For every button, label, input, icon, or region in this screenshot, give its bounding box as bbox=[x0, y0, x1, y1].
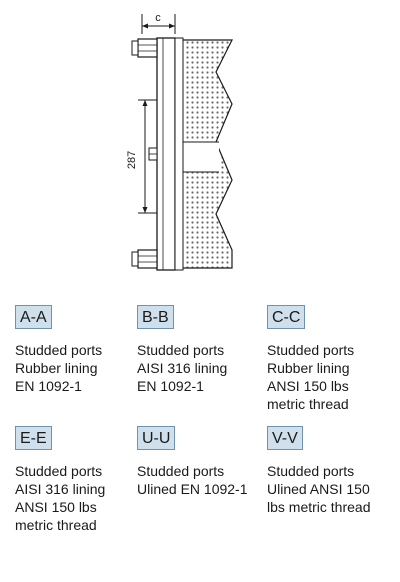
desc-b-b-line-3: EN 1092-1 bbox=[137, 378, 204, 394]
desc-a-a-line-3: EN 1092-1 bbox=[15, 378, 82, 394]
code-a-a: A-A bbox=[15, 305, 52, 329]
desc-b-b-line-2: AISI 316 lining bbox=[137, 360, 228, 376]
desc-c-c: Studded ports Rubber lining ANSI 150 lbs… bbox=[267, 341, 392, 413]
desc-v-v: Studded ports Ulined ANSI 150 lbs metric… bbox=[267, 462, 392, 516]
desc-c-c-line-1: Studded ports bbox=[267, 342, 355, 358]
desc-e-e-line-1: Studded ports bbox=[15, 463, 103, 479]
desc-e-e-line-4: metric thread bbox=[15, 517, 97, 533]
dimension-287: 287 bbox=[126, 99, 157, 214]
center-port bbox=[148, 147, 158, 161]
desc-c-c-line-3: ANSI 150 lbs bbox=[267, 378, 349, 394]
desc-c-c-line-4: metric thread bbox=[267, 396, 349, 412]
desc-a-a: Studded ports Rubber lining EN 1092-1 bbox=[15, 341, 140, 395]
code-b-b: B-B bbox=[137, 305, 174, 329]
desc-e-e-line-3: ANSI 150 lbs bbox=[15, 499, 97, 515]
code-c-c: C-C bbox=[267, 305, 306, 329]
desc-v-v-line-3: lbs metric thread bbox=[267, 499, 371, 515]
desc-a-a-line-2: Rubber lining bbox=[15, 360, 98, 376]
bottom-stud-bolt bbox=[131, 249, 158, 269]
desc-u-u: Studded ports Ulined EN 1092-1 bbox=[137, 462, 262, 498]
desc-u-u-line-2: Ulined EN 1092-1 bbox=[137, 481, 248, 497]
code-u-u: U-U bbox=[137, 426, 176, 450]
frame-plate bbox=[156, 37, 184, 271]
dimension-c: c bbox=[141, 12, 176, 34]
code-e-e: E-E bbox=[15, 426, 52, 450]
desc-e-e: Studded ports AISI 316 lining ANSI 150 l… bbox=[15, 462, 140, 534]
desc-v-v-line-1: Studded ports bbox=[267, 463, 355, 479]
desc-v-v-line-2: Ulined ANSI 150 bbox=[267, 481, 370, 497]
top-stud-bolt bbox=[131, 38, 158, 58]
desc-u-u-line-1: Studded ports bbox=[137, 463, 225, 479]
desc-a-a-line-1: Studded ports bbox=[15, 342, 103, 358]
desc-b-b-line-1: Studded ports bbox=[137, 342, 225, 358]
plate-pack bbox=[174, 39, 233, 269]
dimension-287-label: 287 bbox=[126, 151, 138, 169]
desc-e-e-line-2: AISI 316 lining bbox=[15, 481, 106, 497]
desc-b-b: Studded ports AISI 316 lining EN 1092-1 bbox=[137, 341, 262, 395]
dimension-c-label: c bbox=[155, 12, 161, 24]
plate-frame-drawing: c 287 bbox=[126, 12, 233, 271]
code-v-v: V-V bbox=[267, 426, 303, 450]
desc-c-c-line-2: Rubber lining bbox=[267, 360, 350, 376]
